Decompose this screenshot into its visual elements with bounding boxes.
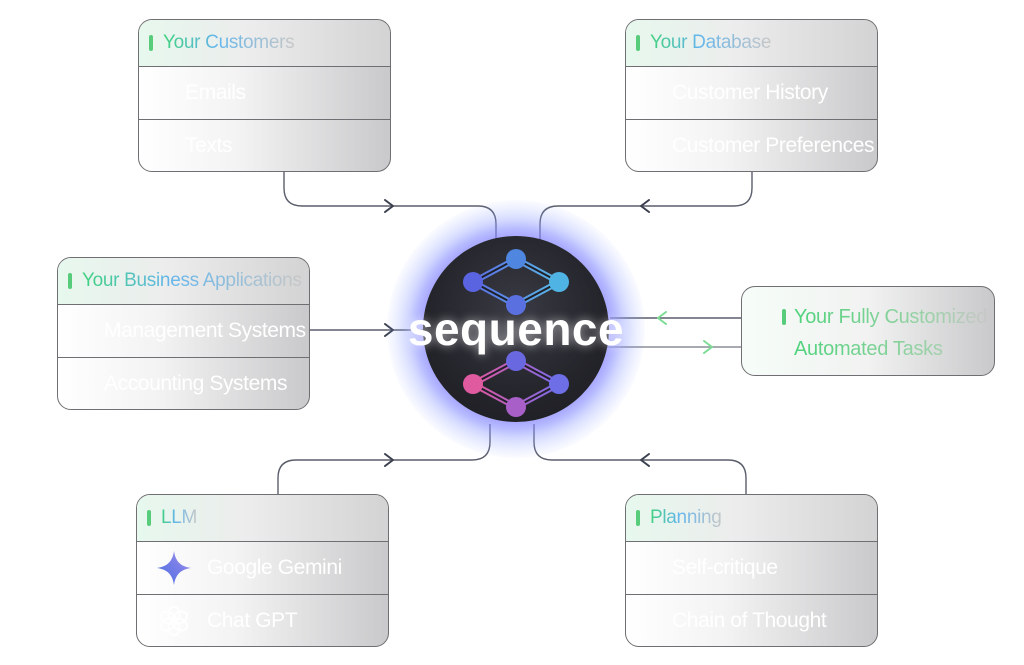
arrowhead-icon <box>640 453 650 467</box>
item-label: Chat GPT <box>207 609 298 632</box>
openai-logo-icon <box>159 605 189 637</box>
molecule-logo-icon <box>463 249 569 417</box>
arrowhead-icon <box>703 340 713 354</box>
card-title: Your Business Applications <box>82 270 302 291</box>
list-item: Self-critique <box>626 542 877 595</box>
accent-bar <box>68 273 72 289</box>
gemini-sparkle-icon <box>156 550 192 586</box>
card-title: Planning <box>650 507 722 528</box>
llm-card: LLM Google Gemini Ch <box>136 494 389 647</box>
card-header: Planning <box>626 495 877 542</box>
list-item: Chain of Thought <box>626 595 877 646</box>
item-label: Customer Preferences <box>672 134 875 157</box>
customers-card: Your Customers Emails Texts <box>138 19 391 172</box>
planning-card: Planning Self-critique Chain of Thought <box>625 494 878 647</box>
card-title: Your Database <box>650 32 772 53</box>
item-label: Chain of Thought <box>672 609 827 632</box>
card-header: LLM <box>137 495 388 542</box>
sequence-hub: sequence <box>387 200 645 458</box>
list-item: Management Systems <box>58 305 309 358</box>
accent-bar <box>149 35 153 51</box>
title-line-1: Your Fully Customized <box>794 306 988 328</box>
card-header: Your Business Applications <box>58 258 309 305</box>
item-label: Emails <box>185 81 246 104</box>
item-label: Management Systems <box>104 319 306 342</box>
item-label: Customer History <box>672 81 828 104</box>
item-label: Google Gemini <box>207 556 342 579</box>
list-item: Texts <box>139 120 390 171</box>
list-item: Customer Preferences <box>626 120 877 171</box>
item-label: Accounting Systems <box>104 372 288 395</box>
item-label: Texts <box>185 134 233 157</box>
list-item: Accounting Systems <box>58 358 309 409</box>
list-item: Customer History <box>626 67 877 120</box>
list-item: Emails <box>139 67 390 120</box>
title-line-2: Automated Tasks <box>794 338 943 360</box>
card-title: LLM <box>161 507 198 528</box>
card-title: Your Fully Customized Automated Tasks <box>794 301 987 365</box>
card-header: Your Database <box>626 20 877 67</box>
item-label: Self-critique <box>672 556 778 579</box>
accent-bar <box>147 510 151 526</box>
arrowhead-icon <box>384 453 394 467</box>
card-header: Your Customers <box>139 20 390 67</box>
arrowhead-icon <box>640 199 650 213</box>
accent-bar <box>636 510 640 526</box>
list-item: Google Gemini <box>137 542 388 595</box>
automated-tasks-card: Your Fully Customized Automated Tasks <box>741 286 995 376</box>
accent-bar <box>636 35 640 51</box>
hub-label: sequence <box>407 303 625 355</box>
list-item: Chat GPT <box>137 595 388 646</box>
database-card: Your Database Customer History Customer … <box>625 19 878 172</box>
card-title: Your Customers <box>163 32 295 53</box>
accent-bar <box>782 309 786 325</box>
arrowhead-icon <box>657 311 667 325</box>
arrowhead-icon <box>384 199 394 213</box>
business-applications-card: Your Business Applications Management Sy… <box>57 257 310 410</box>
